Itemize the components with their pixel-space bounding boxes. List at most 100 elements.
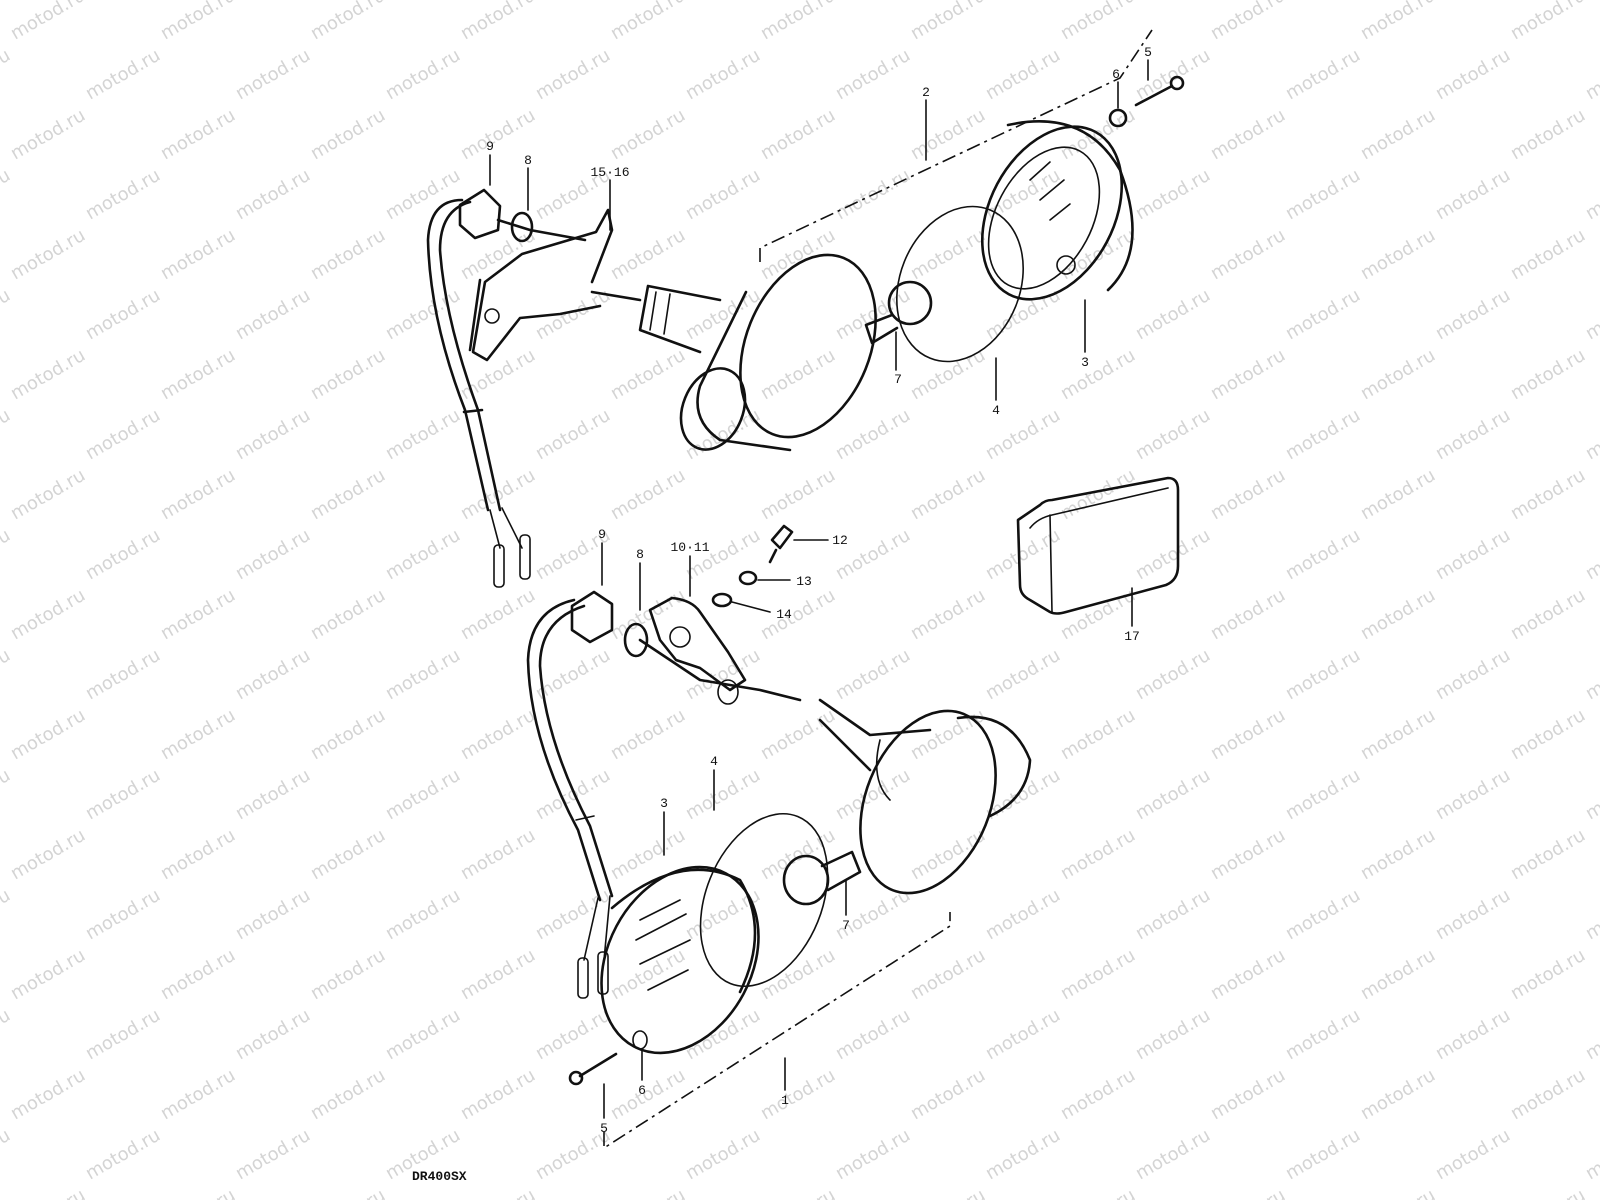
watermark-text: motod.ru xyxy=(157,1185,239,1200)
watermark-text: motod.ru xyxy=(607,945,689,1004)
watermark-text: motod.ru xyxy=(307,1065,389,1124)
watermark-text: motod.ru xyxy=(607,105,689,164)
watermark-text: motod.ru xyxy=(1057,1185,1139,1200)
watermark-text: motod.ru xyxy=(1132,525,1214,584)
watermark-text: motod.ru xyxy=(1507,585,1589,644)
watermark-text: motod.ru xyxy=(382,45,464,104)
watermark-text: motod.ru xyxy=(1432,165,1514,224)
watermark-text: motod.ru xyxy=(1357,825,1439,884)
watermark-text: motod.ru xyxy=(1132,405,1214,464)
lower-bracket xyxy=(638,596,802,705)
watermark-text: motod.ru xyxy=(1282,525,1364,584)
watermark-text: motod.ru xyxy=(1282,885,1364,944)
watermark-text: motod.ru xyxy=(157,105,239,164)
callout-lower-14: 14 xyxy=(776,607,792,622)
watermark-text: motod.ru xyxy=(0,45,14,104)
watermark-text: motod.ru xyxy=(1057,465,1139,524)
watermark-text: motod.ru xyxy=(1582,1005,1600,1064)
watermark-text: motod.ru xyxy=(1507,0,1589,44)
watermark-text: motod.ru xyxy=(7,945,89,1004)
watermark-text: motod.ru xyxy=(82,45,164,104)
watermark-text: motod.ru xyxy=(907,465,989,524)
callout-lower-6: 6 xyxy=(638,1083,646,1098)
drawing-code: DR400SX xyxy=(412,1169,467,1184)
watermark-text: motod.ru xyxy=(982,165,1064,224)
watermark-text: motod.ru xyxy=(307,945,389,1004)
watermark-text: motod.ru xyxy=(907,225,989,284)
watermark-text: motod.ru xyxy=(307,0,389,44)
watermark-text: motod.ru xyxy=(1357,705,1439,764)
callout-upper-5: 5 xyxy=(1144,45,1152,60)
watermark-text: motod.ru xyxy=(157,1065,239,1124)
lower-screw xyxy=(578,1052,618,1078)
watermark-text: motod.ru xyxy=(607,345,689,404)
watermark-text: motod.ru xyxy=(157,225,239,284)
callout-upper-4: 4 xyxy=(992,403,1000,418)
watermark-text: motod.ru xyxy=(1282,1005,1364,1064)
watermark-text: motod.ru xyxy=(907,825,989,884)
watermark-text: motod.ru xyxy=(982,45,1064,104)
watermark-text: motod.ru xyxy=(382,885,464,944)
watermark-text: motod.ru xyxy=(757,0,839,44)
watermark-text: motod.ru xyxy=(82,285,164,344)
watermark-text: motod.ru xyxy=(607,705,689,764)
watermark-text: motod.ru xyxy=(1132,645,1214,704)
watermark-text: motod.ru xyxy=(607,465,689,524)
watermark-text: motod.ru xyxy=(1357,1065,1439,1124)
callout-lower-8: 8 xyxy=(636,547,644,562)
watermark-text: motod.ru xyxy=(307,705,389,764)
watermark-text: motod.ru xyxy=(1207,465,1289,524)
upper-housing xyxy=(638,253,877,452)
callout-lower-13: 13 xyxy=(796,574,812,589)
watermark-text: motod.ru xyxy=(607,1065,689,1124)
watermark-text: motod.ru xyxy=(1357,1185,1439,1200)
watermark-text: motod.ru xyxy=(682,885,764,944)
watermark-text: motod.ru xyxy=(457,1065,539,1124)
watermark-text: motod.ru xyxy=(1582,45,1600,104)
watermark-text: motod.ru xyxy=(907,105,989,164)
watermark-text: motod.ru xyxy=(757,105,839,164)
watermark-text: motod.ru xyxy=(82,1005,164,1064)
watermark-text: motod.ru xyxy=(1432,525,1514,584)
watermark-text: motod.ru xyxy=(1507,945,1589,1004)
callout-upper-2: 2 xyxy=(922,85,930,100)
watermark-text: motod.ru xyxy=(682,1125,764,1184)
watermark-text: motod.ru xyxy=(82,885,164,944)
callout-lower-10-11: 10·11 xyxy=(670,540,709,555)
watermark-text: motod.ru xyxy=(1132,285,1214,344)
callout-upper-9: 9 xyxy=(486,139,494,154)
watermark-text: motod.ru xyxy=(1432,1125,1514,1184)
watermark-text: motod.ru xyxy=(1282,165,1364,224)
watermark-text: motod.ru xyxy=(1357,465,1439,524)
upper-gasket xyxy=(896,205,1024,363)
watermark-text: motod.ru xyxy=(832,405,914,464)
watermark-text: motod.ru xyxy=(457,1185,539,1200)
watermark-text: motod.ru xyxy=(982,645,1064,704)
watermark-text: motod.ru xyxy=(1507,1185,1589,1200)
watermark-text: motod.ru xyxy=(457,705,539,764)
watermark-text: motod.ru xyxy=(682,45,764,104)
watermark-text: motod.ru xyxy=(7,1065,89,1124)
watermark-text: motod.ru xyxy=(1207,0,1289,44)
watermark-text: motod.ru xyxy=(0,405,14,464)
callout-lower-3: 3 xyxy=(660,796,668,811)
upper-washer xyxy=(510,211,534,243)
watermark-text: motod.ru xyxy=(907,1065,989,1124)
watermark-text: motod.ru xyxy=(382,405,464,464)
callout-upper-8: 8 xyxy=(524,153,532,168)
watermark-text: motod.ru xyxy=(1582,525,1600,584)
watermark-text: motod.ru xyxy=(982,885,1064,944)
watermark-text: motod.ru xyxy=(157,705,239,764)
watermark-text: motod.ru xyxy=(382,645,464,704)
watermark-text: motod.ru xyxy=(7,825,89,884)
watermark-text: motod.ru xyxy=(607,585,689,644)
watermark-text: motod.ru xyxy=(532,765,614,824)
watermark-text: motod.ru xyxy=(157,0,239,44)
callout-lower-7: 7 xyxy=(842,918,850,933)
watermark-text: motod.ru xyxy=(832,645,914,704)
watermark-text: motod.ru xyxy=(1057,345,1139,404)
watermark-text: motod.ru xyxy=(1057,1065,1139,1124)
watermark-text: motod.ru xyxy=(7,105,89,164)
